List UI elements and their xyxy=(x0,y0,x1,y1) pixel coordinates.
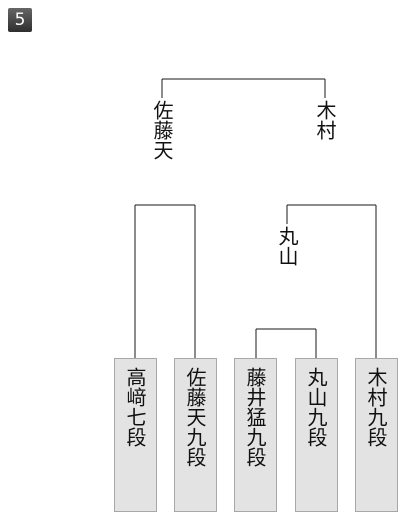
round-number-badge: 5 xyxy=(8,8,32,32)
player-name: 高﨑七段 xyxy=(123,367,147,447)
player-name: 丸山九段 xyxy=(304,367,328,447)
player-name: 藤井猛九段 xyxy=(243,367,267,467)
player-box-fujii: 藤井猛九段 xyxy=(234,358,277,512)
player-box-kimura: 木村九段 xyxy=(355,358,398,512)
player-box-takasaki: 高﨑七段 xyxy=(114,358,157,512)
player-name: 木村九段 xyxy=(364,367,388,447)
final-winner-label: 佐藤天 xyxy=(150,98,174,162)
player-box-sato: 佐藤天九段 xyxy=(174,358,217,512)
semifinal-winner-label: 木村 xyxy=(313,98,337,142)
player-box-maruyama: 丸山九段 xyxy=(295,358,338,512)
player-name: 佐藤天九段 xyxy=(183,367,207,467)
quarterfinal-winner-label: 丸山 xyxy=(275,224,299,268)
